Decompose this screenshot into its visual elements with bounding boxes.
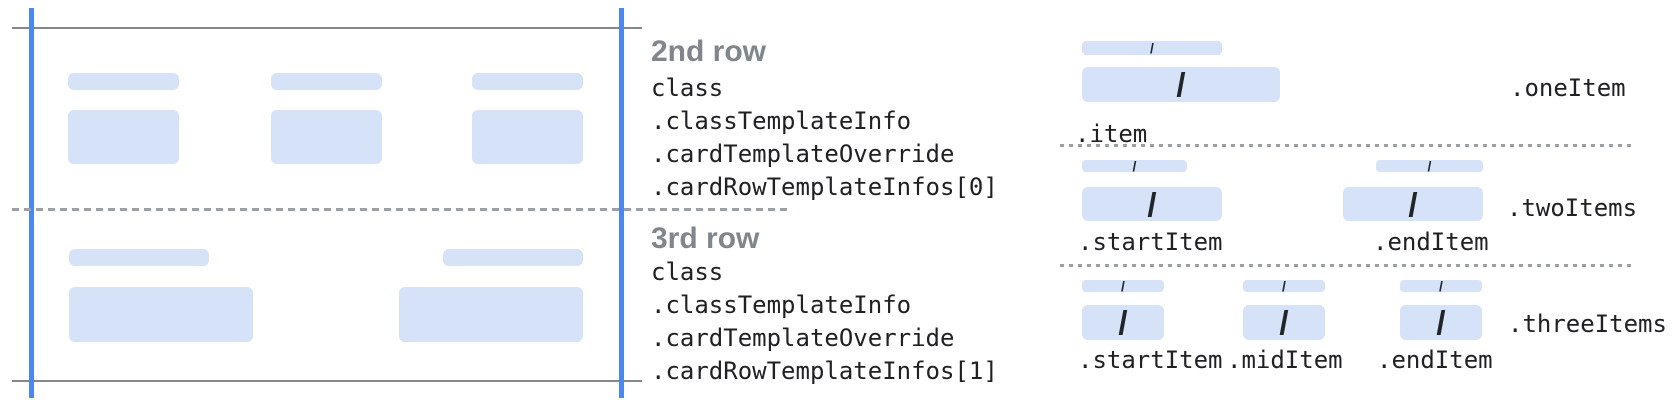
slash-glyph: / <box>1147 185 1157 223</box>
row-annotation-paths: class .classTemplateInfo .cardTemplateOv… <box>651 256 998 388</box>
item-label-bar: / <box>1082 41 1222 55</box>
item-field-label: .endItem <box>1377 346 1493 374</box>
card-left-margin-guide <box>29 8 34 398</box>
card-bottom-edge-line <box>12 380 642 382</box>
card-top-edge-line <box>12 27 642 29</box>
item-field-label: .startItem <box>1078 346 1223 374</box>
slash-glyph: / <box>1118 304 1128 341</box>
row-annotation-path-line: .cardTemplateOverride <box>651 324 955 352</box>
item-label-bar: / <box>1082 158 1187 174</box>
item-value-bar: / <box>1243 305 1325 340</box>
item-value-bar: / <box>1082 187 1222 221</box>
row-annotation-path-line: .cardTemplateOverride <box>651 140 955 168</box>
placeholder-label-bar <box>472 73 583 90</box>
row-annotation-path-line: class <box>651 74 724 102</box>
slash-glyph: / <box>1176 66 1186 103</box>
row-annotation-heading: 2nd row <box>651 35 767 68</box>
item-field-label: .endItem <box>1373 228 1489 256</box>
layout-separator-dotted-line <box>1060 264 1632 267</box>
row-divider-dashed-line <box>12 208 790 211</box>
layout-name-label: .threeItems <box>1508 310 1667 338</box>
layout-name-label: .oneItem <box>1510 74 1626 102</box>
slash-glyph: / <box>1282 278 1286 294</box>
placeholder-value-bar <box>68 110 179 164</box>
row-annotation-path-line: .classTemplateInfo <box>651 291 912 319</box>
row-annotation-paths: class .classTemplateInfo .cardTemplateOv… <box>651 72 998 204</box>
row-annotation-path-line: .classTemplateInfo <box>651 107 912 135</box>
placeholder-label-bar <box>271 73 382 90</box>
row-annotation-path-line: class <box>651 258 724 286</box>
item-value-bar: / <box>1082 67 1280 102</box>
item-label-bar: / <box>1376 158 1483 174</box>
item-value-bar: / <box>1082 305 1164 340</box>
row-annotation-heading: 3rd row <box>651 222 760 255</box>
placeholder-value-bar <box>472 110 583 164</box>
slash-glyph: / <box>1408 185 1418 223</box>
layout-name-label: .twoItems <box>1507 194 1638 222</box>
item-label-bar: / <box>1400 278 1482 294</box>
row-annotation-path-line: .cardRowTemplateInfos[1] <box>651 357 998 385</box>
placeholder-value-bar <box>271 110 382 164</box>
item-label-bar: / <box>1082 278 1164 294</box>
item-field-label: .midItem <box>1227 346 1343 374</box>
placeholder-label-bar <box>69 249 209 266</box>
slash-glyph: / <box>1150 40 1154 56</box>
row-annotation-path-line: .cardRowTemplateInfos[0] <box>651 173 998 201</box>
slash-glyph: / <box>1427 158 1432 174</box>
placeholder-label-bar <box>443 249 583 266</box>
slash-glyph: / <box>1439 278 1443 294</box>
item-value-bar: / <box>1400 305 1482 340</box>
slash-glyph: / <box>1279 304 1289 341</box>
item-label-bar: / <box>1243 278 1325 294</box>
placeholder-value-bar <box>399 287 583 342</box>
placeholder-label-bar <box>68 73 179 90</box>
layout-separator-dotted-line <box>1060 144 1632 147</box>
slash-glyph: / <box>1121 278 1125 294</box>
item-field-label: .startItem <box>1078 228 1223 256</box>
placeholder-value-bar <box>69 287 253 342</box>
card-right-margin-guide <box>619 8 624 398</box>
slash-glyph: / <box>1132 158 1137 174</box>
item-field-label: .item <box>1075 120 1148 148</box>
item-value-bar: / <box>1343 187 1483 221</box>
slash-glyph: / <box>1436 304 1446 341</box>
